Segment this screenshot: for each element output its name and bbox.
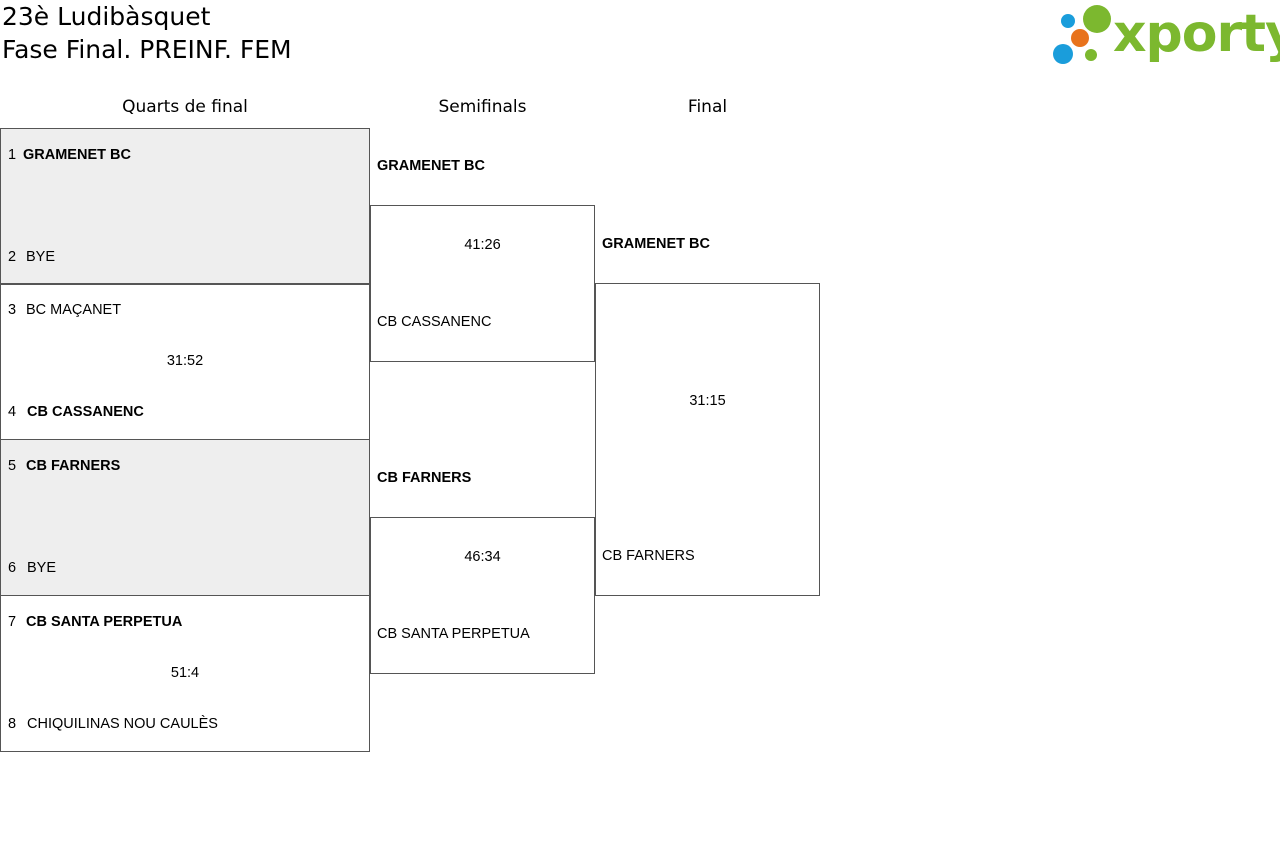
- page-subtitle: Fase Final. PREINF. FEM: [2, 35, 292, 64]
- team-name[interactable]: CHIQUILINAS NOU CAULÈS: [27, 716, 218, 732]
- team-name[interactable]: CB CASSANENC: [27, 404, 144, 420]
- round-header-semifinals: Semifinals: [438, 97, 527, 117]
- quarterfinal-match-4[interactable]: 7 CB SANTA PERPETUA 51:4 8 CHIQUILINAS N…: [0, 595, 370, 752]
- seed-number: 4: [8, 404, 17, 420]
- final-match[interactable]: 31:15 CB FARNERS: [595, 283, 820, 596]
- match-score: 46:34: [464, 549, 501, 565]
- team-name[interactable]: CB FARNERS: [26, 458, 121, 474]
- team-name[interactable]: GRAMENET BC: [23, 147, 131, 163]
- seed-number: 8: [8, 716, 17, 732]
- semifinal-1-top-team[interactable]: GRAMENET BC: [377, 158, 485, 174]
- page-title: 23è Ludibàsquet: [2, 2, 211, 31]
- round-header-quarterfinals: Quarts de final: [122, 97, 248, 117]
- seed-number: 6: [8, 560, 17, 576]
- team-name: BYE: [27, 560, 57, 576]
- semifinal-match-1[interactable]: 41:26 CB CASSANENC: [370, 205, 595, 362]
- logo-dots-icon: [1050, 2, 1114, 68]
- xporty-logo[interactable]: xporty: [1050, 2, 1280, 68]
- team-name[interactable]: CB SANTA PERPETUA: [26, 614, 183, 630]
- semifinal-2-top-team[interactable]: CB FARNERS: [377, 470, 472, 486]
- seed-number: 5: [8, 458, 17, 474]
- logo-wordmark: xporty: [1113, 4, 1280, 64]
- seed-number: 7: [8, 614, 17, 630]
- seed-number: 3: [8, 302, 17, 318]
- match-score: 31:15: [689, 393, 726, 409]
- round-header-final: Final: [687, 97, 728, 117]
- match-score: 41:26: [464, 237, 501, 253]
- match-score: 51:4: [170, 665, 200, 681]
- final-top-team[interactable]: GRAMENET BC: [602, 236, 710, 252]
- seed-number: 2: [8, 249, 17, 265]
- quarterfinal-match-2[interactable]: 3 BC MAÇANET 31:52 4 CB CASSANENC: [0, 283, 370, 440]
- semifinal-match-2[interactable]: 46:34 CB SANTA PERPETUA: [370, 517, 595, 674]
- seed-number: 1: [8, 147, 17, 163]
- team-name: BYE: [26, 249, 56, 265]
- quarterfinal-match-3[interactable]: 5 CB FARNERS 6 BYE: [0, 439, 370, 596]
- quarterfinal-match-1[interactable]: 1 GRAMENET BC 2 BYE: [0, 128, 370, 285]
- team-name[interactable]: CB FARNERS: [602, 548, 695, 564]
- match-score: 31:52: [166, 353, 204, 369]
- team-name[interactable]: BC MAÇANET: [26, 302, 122, 318]
- team-name[interactable]: CB CASSANENC: [377, 314, 492, 330]
- team-name[interactable]: CB SANTA PERPETUA: [377, 626, 530, 642]
